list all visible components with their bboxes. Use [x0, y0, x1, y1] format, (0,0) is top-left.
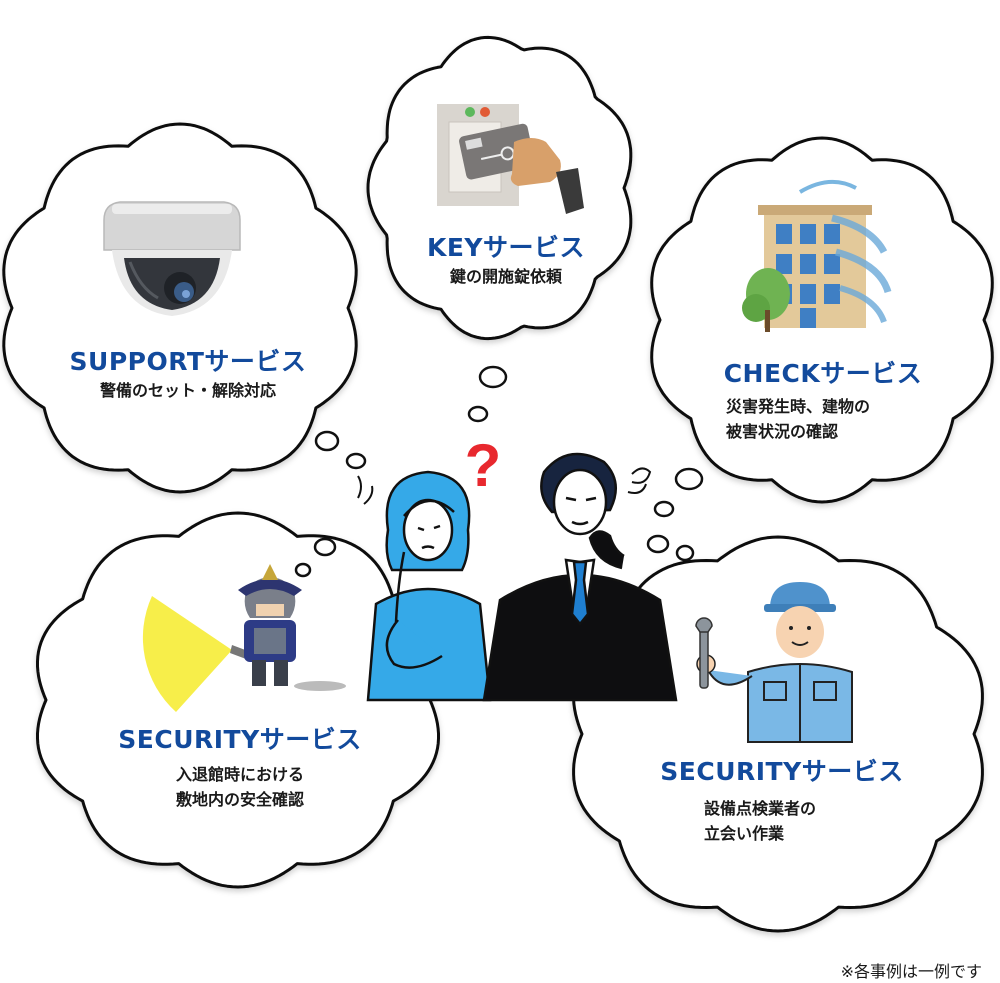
footnote: ※各事例は一例です	[840, 962, 982, 981]
thought-bubbles	[294, 365, 704, 578]
question-mark: ?	[465, 432, 502, 499]
woman-figure	[357, 470, 492, 702]
samurai-guard-icon	[142, 564, 346, 712]
maintenance-worker-icon	[695, 582, 853, 743]
man-figure	[482, 452, 678, 702]
service-title: SUPPORTサービス	[69, 347, 307, 376]
service-title: SECURITYサービス	[118, 725, 362, 754]
service-card-security-entry: SECURITYサービス 入退館時における 敷地内の安全確認	[90, 720, 390, 812]
service-description: 災害発生時、建物の 被害状況の確認	[726, 397, 871, 441]
service-card-support: SUPPORTサービス 警備のセット・解除対応	[38, 342, 338, 403]
service-description: 鍵の開施錠依頼	[449, 267, 562, 286]
cloud-security-entry	[36, 511, 440, 889]
service-title: KEYサービス	[426, 233, 586, 262]
keycard-reader-icon	[437, 104, 584, 214]
building-wind-icon	[742, 180, 892, 332]
service-card-check: CHECKサービス 災害発生時、建物の 被害状況の確認	[698, 354, 948, 444]
service-title: CHECKサービス	[723, 359, 923, 388]
service-card-security-work: SECURITYサービス 設備点検業者の 立会い作業	[632, 752, 932, 846]
service-description: 入退館時における 敷地内の安全確認	[175, 765, 304, 809]
service-title: SECURITYサービス	[660, 757, 904, 786]
service-card-key: KEYサービス 鍵の開施錠依頼	[396, 228, 616, 289]
service-description: 警備のセット・解除対応	[99, 381, 276, 400]
dome-camera-icon	[103, 201, 241, 316]
service-description: 設備点検業者の 立会い作業	[704, 799, 817, 843]
